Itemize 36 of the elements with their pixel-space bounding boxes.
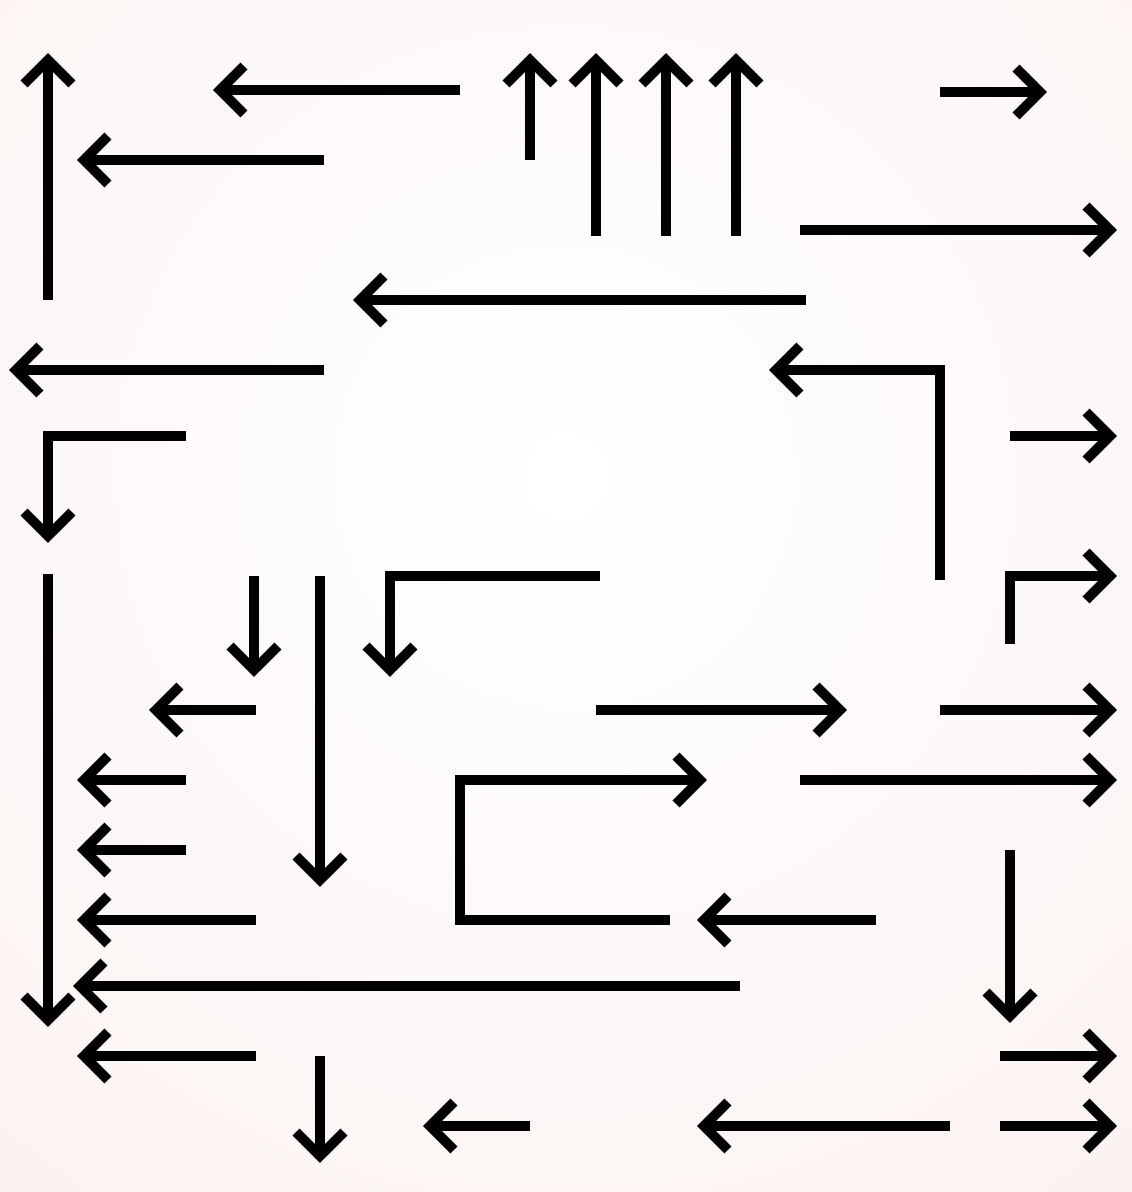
arrow-icon bbox=[455, 751, 708, 925]
arrow-icon bbox=[591, 681, 848, 739]
arrow-icon bbox=[995, 1027, 1118, 1085]
arrow-icon bbox=[76, 1027, 261, 1085]
arrow-icon bbox=[19, 569, 77, 1028]
arrow-icon bbox=[501, 52, 559, 165]
arrow-icon bbox=[1005, 407, 1118, 465]
arrow-icon bbox=[76, 131, 329, 189]
arrow-icon bbox=[935, 681, 1118, 739]
arrow-icon bbox=[76, 751, 191, 809]
arrow-icon bbox=[361, 571, 605, 678]
arrow-icon bbox=[352, 271, 811, 329]
arrow-icon bbox=[422, 1097, 535, 1155]
arrow-icon bbox=[148, 681, 261, 739]
arrow-icon bbox=[567, 52, 625, 241]
arrow-icon bbox=[19, 431, 191, 544]
arrow-icon bbox=[76, 891, 261, 949]
arrow-icon bbox=[935, 63, 1048, 121]
arrow-icon bbox=[707, 52, 765, 241]
arrow-icon bbox=[696, 1097, 955, 1155]
arrow-icon bbox=[1005, 547, 1118, 649]
arrow-icon bbox=[696, 891, 881, 949]
arrow-icon bbox=[76, 821, 191, 879]
arrow-icon bbox=[19, 52, 77, 305]
arrow-icon bbox=[291, 571, 349, 888]
arrow-icon bbox=[795, 751, 1118, 809]
arrow-icon bbox=[795, 201, 1118, 259]
arrow-icon bbox=[291, 1051, 349, 1164]
arrow-icon bbox=[8, 341, 329, 399]
arrow-icon bbox=[981, 845, 1039, 1024]
arrow-icon bbox=[637, 52, 695, 241]
arrow-icon bbox=[212, 61, 465, 119]
arrow-icon bbox=[768, 341, 945, 585]
arrow-icon bbox=[72, 957, 745, 1015]
arrow-icon bbox=[995, 1097, 1118, 1155]
arrow-icon bbox=[225, 571, 283, 678]
